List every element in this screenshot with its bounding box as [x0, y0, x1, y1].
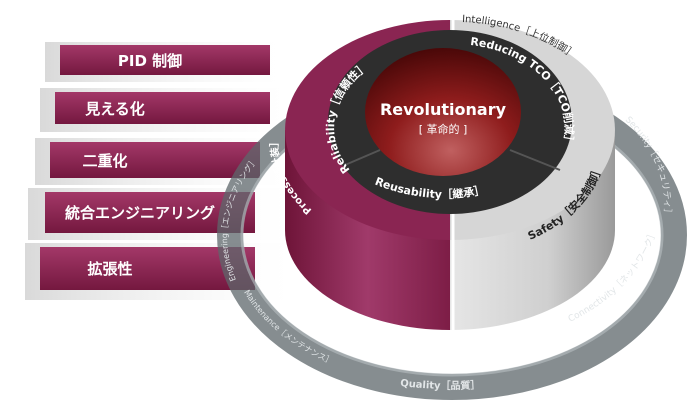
core-title: Revolutionary	[380, 100, 507, 119]
svg-text:Quality［品質］: Quality［品質］	[400, 378, 481, 392]
side-bar-pid-control: PID 制御	[45, 42, 280, 82]
side-bar-label: 統合エンジニアリング	[65, 204, 215, 222]
side-bar-visualization: 見える化	[40, 88, 285, 132]
cylinder: Revolutionary [ 革命的 ] Reliability［信頼性］ R…	[268, 14, 615, 330]
side-bar-label: 二重化	[82, 152, 127, 170]
side-bar-redundancy: 二重化	[35, 138, 285, 185]
core-subtitle: [ 革命的 ]	[419, 122, 468, 136]
core-disc	[365, 48, 521, 176]
side-bar-label: PID 制御	[118, 52, 182, 70]
quality-label: Quality［品質］	[400, 378, 481, 392]
side-bar-label: 見える化	[84, 100, 145, 118]
side-bar-label: 拡張性	[87, 260, 132, 278]
